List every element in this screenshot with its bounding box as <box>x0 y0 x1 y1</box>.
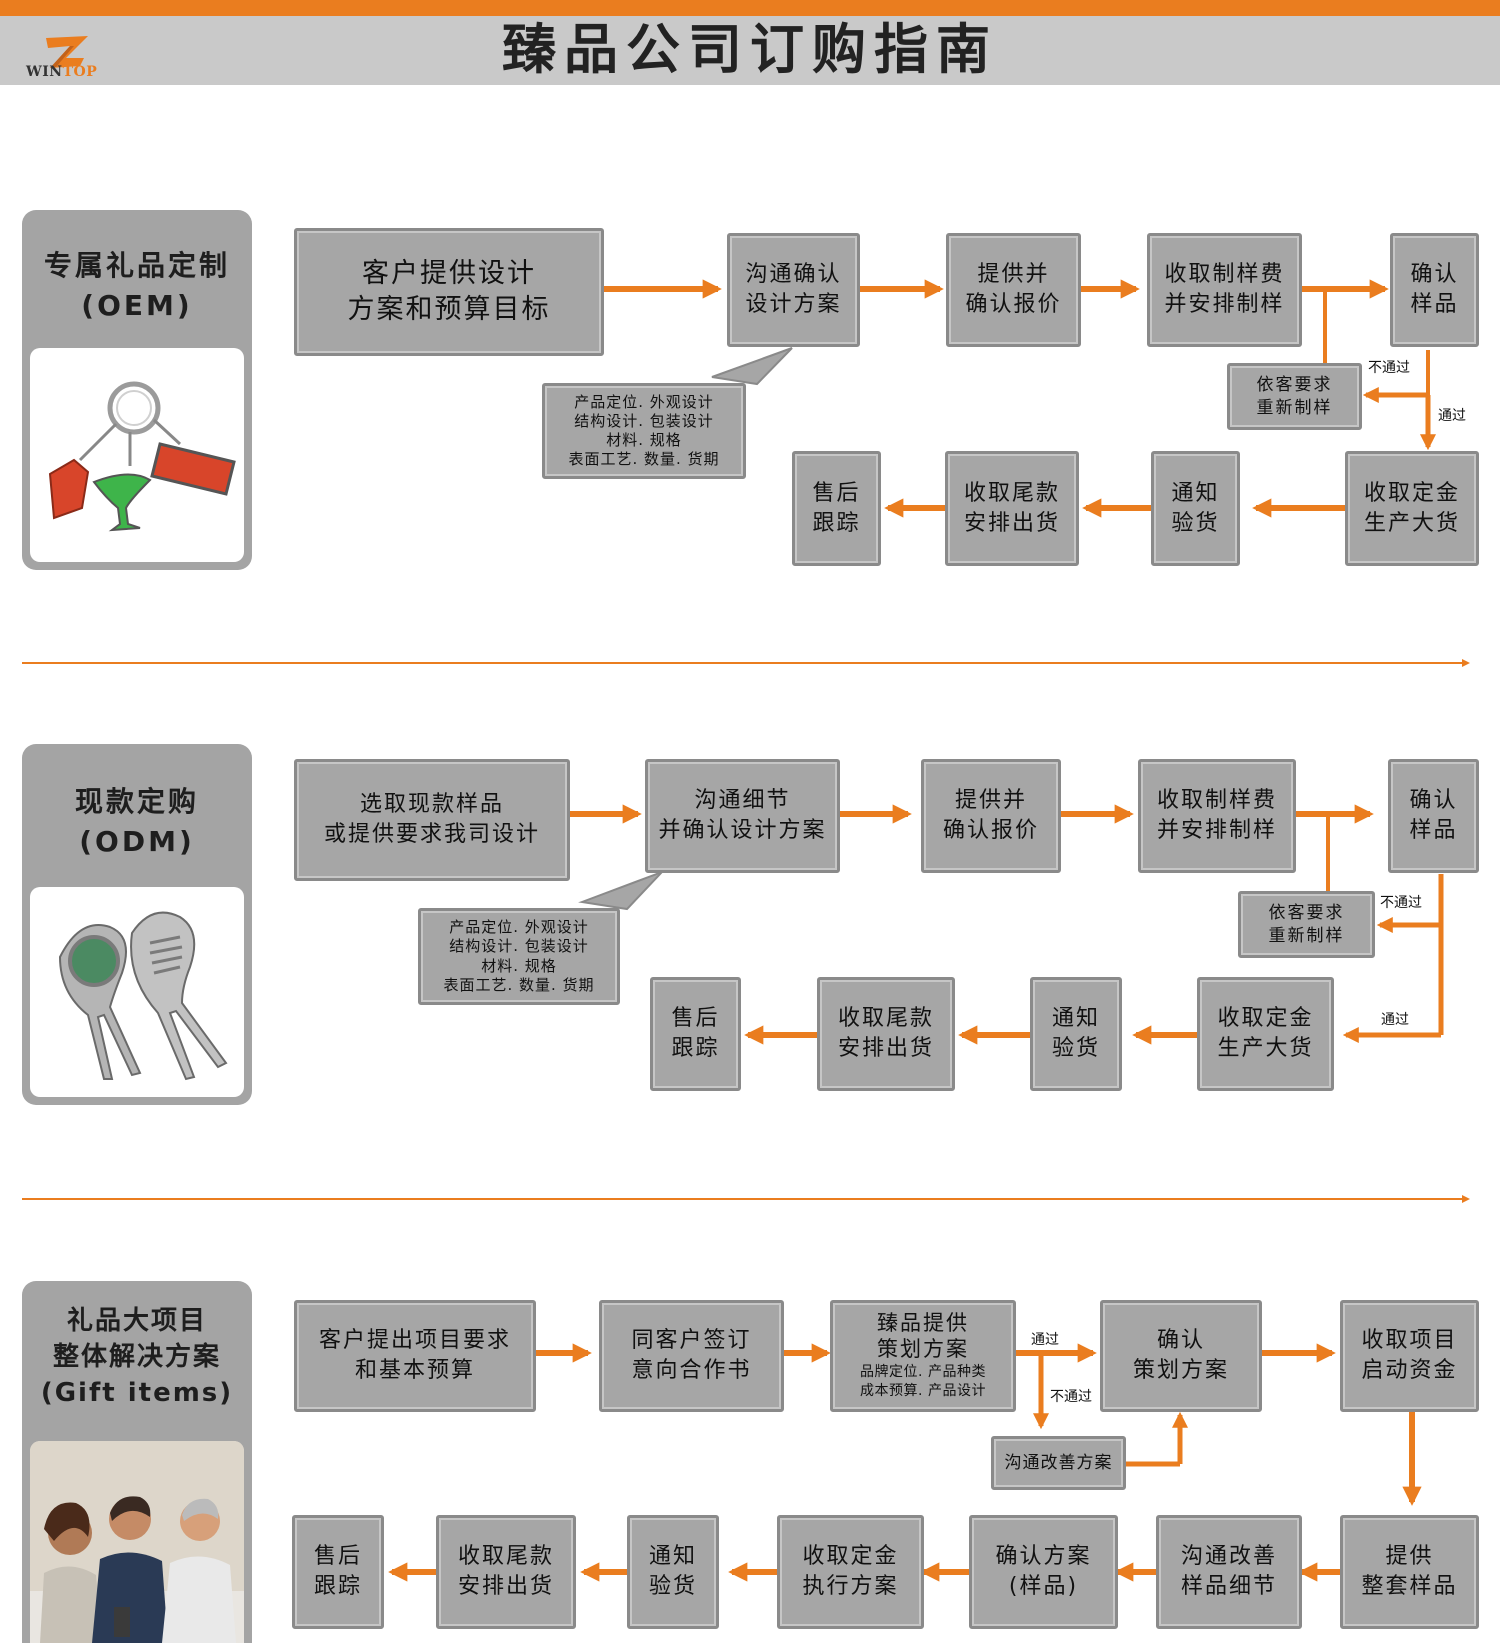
top-accent-bar <box>0 0 1500 16</box>
odm-panel: 现款定购 (ODM) <box>22 744 252 1105</box>
odm-step-balance: 收取尾款 安排出货 <box>817 977 955 1091</box>
gift-step-full-samples: 提供 整套样品 <box>1340 1515 1479 1629</box>
gift-step-deposit: 收取定金 执行方案 <box>777 1515 924 1629</box>
gift-step-requirements: 客户提出项目要求 和基本预算 <box>294 1300 536 1412</box>
gift-step-confirm-proposal: 确认 策划方案 <box>1100 1300 1262 1412</box>
oem-fail-label: 不通过 <box>1368 360 1410 376</box>
oem-step-sample-fee: 收取制样费 并安排制样 <box>1147 233 1302 347</box>
oem-step-inspection: 通知 验货 <box>1151 451 1240 566</box>
header-bar: WINTOP 臻品公司订购指南 <box>0 16 1500 85</box>
oem-image <box>30 348 244 562</box>
logo-mark-icon <box>46 36 88 68</box>
wintop-logo: WINTOP <box>22 24 112 84</box>
gift-step-aftersales: 售后 跟踪 <box>292 1515 384 1629</box>
section-divider <box>22 659 1470 667</box>
odm-step-select-sample: 选取现款样品 或提供要求我司设计 <box>294 759 570 881</box>
oem-step-quote: 提供并 确认报价 <box>946 233 1081 347</box>
odm-step-quote: 提供并 确认报价 <box>921 759 1061 873</box>
page-title: 臻品公司订购指南 <box>502 18 998 81</box>
oem-step-aftersales: 售后 跟踪 <box>792 451 881 566</box>
odm-design-note: 产品定位. 外观设计 结构设计. 包装设计 材料. 规格 表面工艺. 数量. 货… <box>418 908 620 1005</box>
divot-tool-icon <box>58 911 228 1081</box>
odm-title: 现款定购 (ODM) <box>74 785 199 858</box>
gift-image <box>30 1441 244 1643</box>
gift-step-balance: 收取尾款 安排出货 <box>436 1515 576 1629</box>
gift-fail-label: 不通过 <box>1050 1389 1092 1405</box>
gift-pass-label: 通过 <box>1031 1332 1059 1348</box>
gift-step-startup-fund: 收取项目 启动资金 <box>1340 1300 1479 1412</box>
odm-image <box>30 887 244 1097</box>
oem-pass-label: 通过 <box>1438 408 1466 424</box>
oem-design-note: 产品定位. 外观设计 结构设计. 包装设计 材料. 规格 表面工艺. 数量. 货… <box>542 383 746 479</box>
gift-step-confirm-samples: 确认方案 (样品) <box>969 1515 1118 1629</box>
odm-step-deposit: 收取定金 生产大货 <box>1197 977 1334 1091</box>
gift-step-proposal: 臻品提供 策划方案 品牌定位. 产品种类 成本预算. 产品设计 <box>830 1300 1016 1412</box>
oem-step-confirm-design: 沟通确认 设计方案 <box>727 233 860 347</box>
note-pointer <box>711 347 793 386</box>
oem-step-confirm-sample: 确认 样品 <box>1390 233 1479 347</box>
gift-title: 礼品大项目 整体解决方案 (Gift items) <box>40 1306 234 1408</box>
odm-step-aftersales: 售后 跟踪 <box>650 977 741 1091</box>
note-pointer <box>578 871 663 911</box>
keychain-icon <box>48 381 236 532</box>
oem-title: 专属礼品定制 (OEM) <box>43 249 230 322</box>
section-divider <box>22 1195 1470 1203</box>
gift-panel: 礼品大项目 整体解决方案 (Gift items) <box>22 1281 252 1643</box>
oem-step-client-design: 客户提供设计 方案和预算目标 <box>294 228 604 356</box>
odm-step-confirm-design: 沟通细节 并确认设计方案 <box>645 759 840 873</box>
oem-step-deposit: 收取定金 生产大货 <box>1345 451 1479 566</box>
odm-fail-label: 不通过 <box>1380 895 1422 911</box>
gift-step-inspection: 通知 验货 <box>627 1515 719 1629</box>
oem-step-balance: 收取尾款 安排出货 <box>945 451 1079 566</box>
odm-step-sample-fee: 收取制样费 并安排制样 <box>1138 759 1296 873</box>
gift-step-sign-agreement: 同客户签订 意向合作书 <box>599 1300 784 1412</box>
gift-step-improve-samples: 沟通改善 样品细节 <box>1156 1515 1302 1629</box>
oem-panel: 专属礼品定制 (OEM) <box>22 210 252 570</box>
oem-step-redo-sample: 依客要求 重新制样 <box>1227 363 1362 430</box>
odm-step-confirm-sample: 确认 样品 <box>1388 759 1479 873</box>
business-meeting-icon <box>30 1441 244 1643</box>
odm-pass-label: 通过 <box>1381 1012 1409 1028</box>
logo-text: WINTOP <box>26 64 98 80</box>
odm-step-redo-sample: 依客要求 重新制样 <box>1238 891 1375 958</box>
odm-step-inspection: 通知 验货 <box>1030 977 1122 1091</box>
gift-step-improve-proposal: 沟通改善方案 <box>991 1436 1126 1490</box>
